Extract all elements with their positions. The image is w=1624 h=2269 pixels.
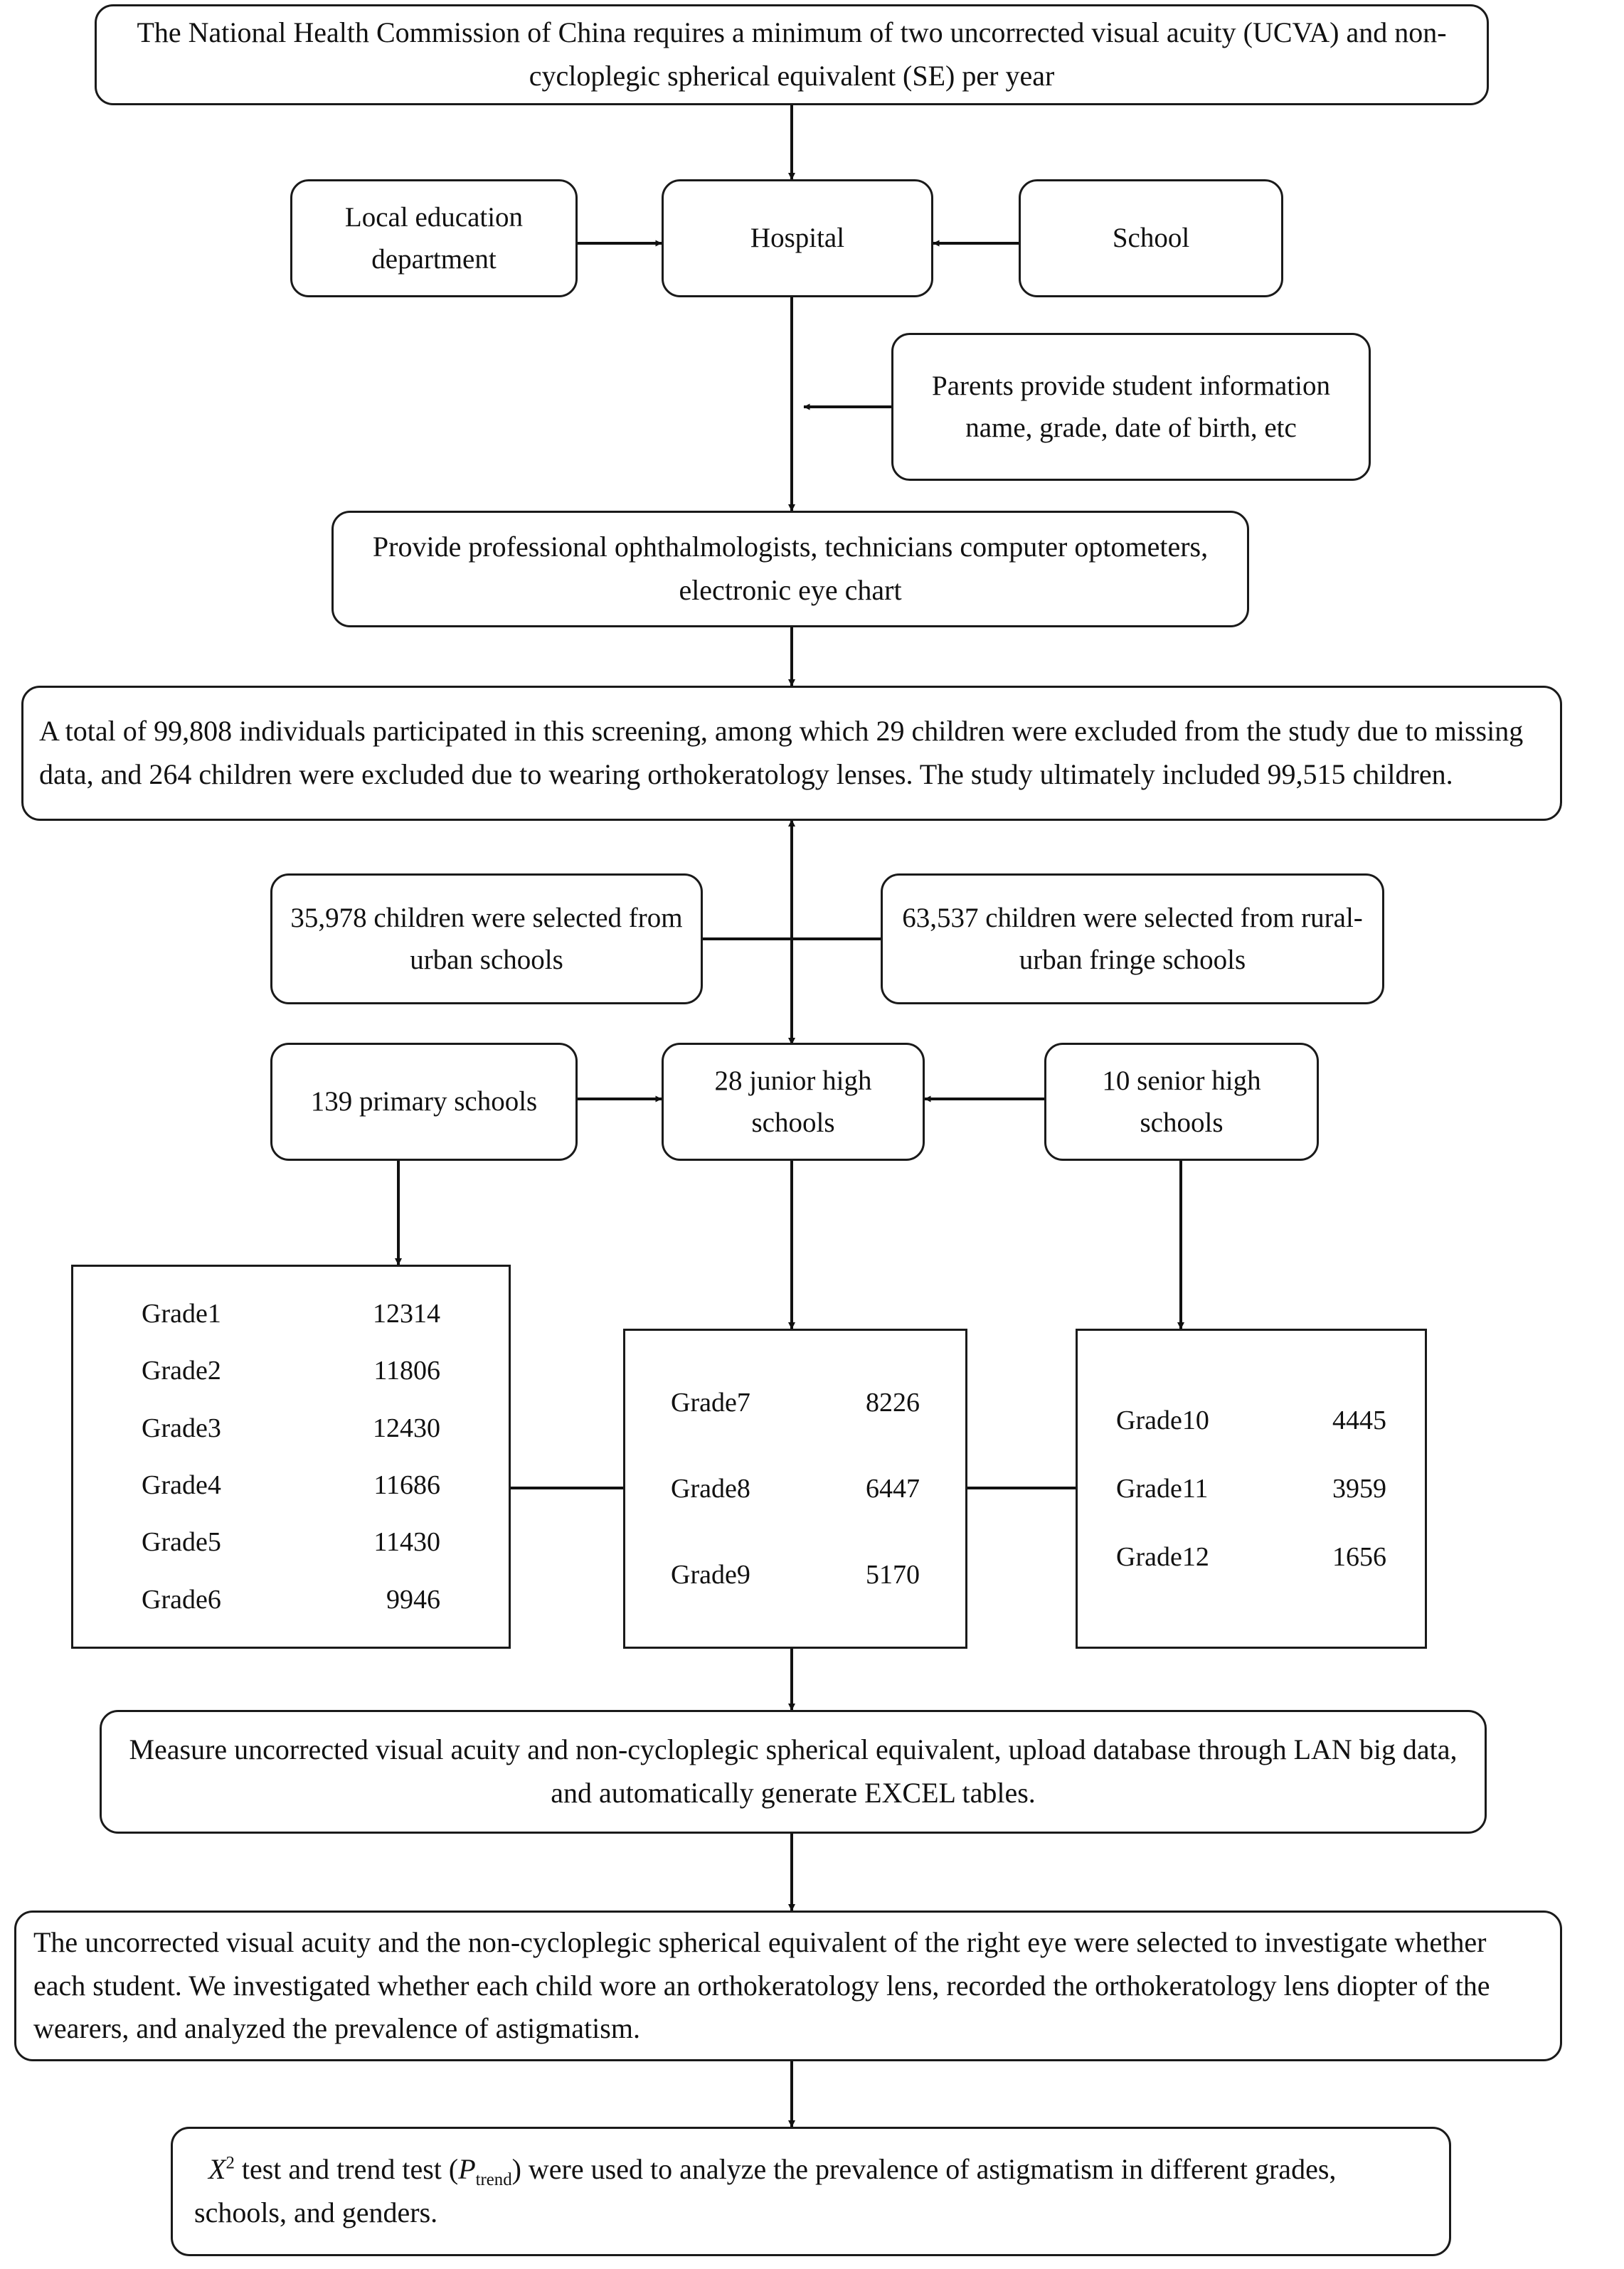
node-hospital-label: Hospital	[750, 223, 845, 254]
node-statistics: X2 test and trend test (Ptrend) were use…	[171, 2127, 1451, 2256]
grade-row: Grade1 12314	[73, 1300, 509, 1327]
node-selection-label: The uncorrected visual acuity and the no…	[33, 1925, 1490, 2045]
grade-row: Grade2 11806	[73, 1357, 509, 1384]
grade-table-senior: Grade10 4445 Grade11 3959 Grade12 1656	[1076, 1329, 1427, 1649]
grade-row: Grade3 12430	[73, 1415, 509, 1442]
node-junior-high-schools: 28 junior high schools	[662, 1043, 925, 1161]
grade-count: 8226	[866, 1387, 920, 1418]
grade-count: 3959	[1332, 1474, 1386, 1504]
statistics-x-symbol: X	[208, 2153, 226, 2186]
grade-count: 12314	[373, 1299, 440, 1329]
node-hospital: Hospital	[662, 179, 933, 297]
node-selection: The uncorrected visual acuity and the no…	[14, 1911, 1562, 2061]
node-measure: Measure uncorrected visual acuity and no…	[100, 1710, 1487, 1834]
node-senior-high-schools-label: 10 senior high schools	[1102, 1065, 1261, 1138]
node-school: School	[1019, 179, 1283, 297]
grade-count: 9946	[386, 1584, 440, 1615]
grade-label: Grade1	[142, 1299, 221, 1329]
grade-count: 11430	[373, 1527, 440, 1558]
grade-count: 11806	[373, 1356, 440, 1386]
node-primary-schools-label: 139 primary schools	[310, 1086, 538, 1117]
node-measure-label: Measure uncorrected visual acuity and no…	[129, 1733, 1458, 1809]
grade-row: Grade10 4445	[1078, 1407, 1425, 1434]
grade-label: Grade4	[142, 1470, 221, 1501]
grade-count: 4445	[1332, 1405, 1386, 1435]
statistics-prefix-text: test and trend test (	[234, 2153, 459, 2186]
grade-label: Grade6	[142, 1584, 221, 1615]
grade-count: 11686	[373, 1470, 440, 1501]
grade-row: Grade4 11686	[73, 1472, 509, 1499]
node-rural-urban-fringe-schools-label: 63,537 children were selected from rural…	[902, 902, 1363, 975]
node-primary-schools: 139 primary schools	[270, 1043, 578, 1161]
node-local-education-department: Local education department	[290, 179, 578, 297]
grade-row: Grade8 6447	[625, 1475, 965, 1502]
node-senior-high-schools: 10 senior high schools	[1044, 1043, 1319, 1161]
node-rural-urban-fringe-schools: 63,537 children were selected from rural…	[881, 873, 1384, 1004]
node-school-label: School	[1112, 223, 1190, 254]
statistics-exponent: 2	[225, 2153, 235, 2173]
grade-row: Grade12 1656	[1078, 1543, 1425, 1571]
grade-label: Grade11	[1116, 1474, 1209, 1504]
grade-count: 1656	[1332, 1542, 1386, 1572]
node-parents-provide-student-information: Parents provide student information name…	[891, 333, 1371, 481]
grade-label: Grade7	[671, 1387, 750, 1418]
node-participants: A total of 99,808 individuals participat…	[21, 686, 1562, 821]
grade-label: Grade9	[671, 1560, 750, 1590]
node-policy: The National Health Commission of China …	[95, 4, 1489, 105]
grade-count: 5170	[866, 1560, 920, 1590]
grade-row: Grade6 9946	[73, 1586, 509, 1613]
node-junior-high-schools-label: 28 junior high schools	[714, 1065, 872, 1138]
grade-row: Grade7 8226	[625, 1389, 965, 1416]
node-urban-schools: 35,978 children were selected from urban…	[270, 873, 703, 1004]
grade-label: Grade3	[142, 1413, 221, 1443]
grade-row: Grade9 5170	[625, 1561, 965, 1588]
grade-count: 12430	[373, 1413, 440, 1443]
grade-label: Grade2	[142, 1356, 221, 1386]
grade-table-primary: Grade1 12314 Grade2 11806 Grade3 12430 G…	[71, 1265, 511, 1649]
grade-label: Grade8	[671, 1473, 750, 1504]
grade-count: 6447	[866, 1473, 920, 1504]
node-policy-label: The National Health Commission of China …	[137, 16, 1447, 92]
node-urban-schools-label: 35,978 children were selected from urban…	[290, 902, 683, 975]
grade-label: Grade12	[1116, 1542, 1209, 1572]
node-provide-professionals: Provide professional ophthalmologists, t…	[331, 511, 1249, 627]
statistics-p-symbol: P	[458, 2153, 476, 2186]
node-statistics-label: X2 test and trend test (Ptrend) were use…	[194, 2148, 1428, 2235]
statistics-trend-subscript: trend	[475, 2170, 512, 2190]
statistics-suffix-text: ) were used to analyze the prevalence of…	[194, 2153, 1337, 2228]
node-participants-label: A total of 99,808 individuals participat…	[39, 715, 1524, 790]
grade-label: Grade10	[1116, 1405, 1209, 1435]
grade-table-junior: Grade7 8226 Grade8 6447 Grade9 5170	[623, 1329, 967, 1649]
node-provide-professionals-label: Provide professional ophthalmologists, t…	[372, 531, 1209, 606]
node-local-education-department-label: Local education department	[344, 201, 524, 275]
node-parents-label: Parents provide student information name…	[932, 370, 1330, 443]
grade-row: Grade11 3959	[1078, 1475, 1425, 1502]
grade-row: Grade5 11430	[73, 1529, 509, 1556]
grade-label: Grade5	[142, 1527, 221, 1558]
